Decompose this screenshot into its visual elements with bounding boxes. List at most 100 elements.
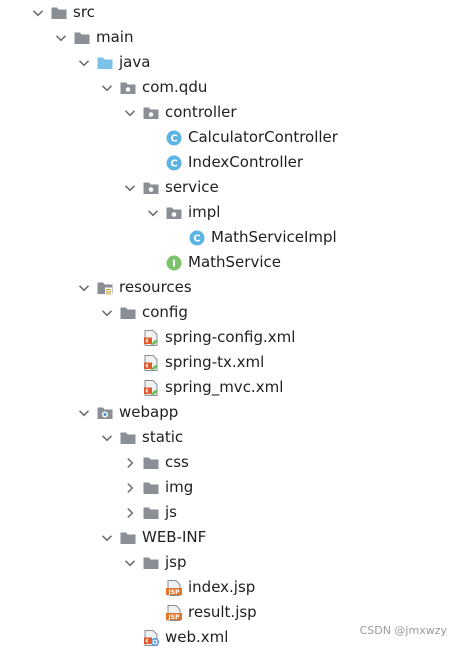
tree-item-label: java (119, 53, 151, 71)
tree-item-label: css (165, 453, 189, 471)
java-class-icon: C (165, 154, 183, 172)
tree-item-label: config (142, 303, 188, 321)
web-folder-icon (96, 404, 114, 422)
package-icon (142, 179, 160, 197)
tree-item-label: impl (188, 203, 221, 221)
tree-item-label: spring-config.xml (165, 328, 296, 346)
chevron-right-icon[interactable] (122, 480, 138, 496)
tree-item-java[interactable]: java (76, 50, 150, 75)
chevron-down-icon[interactable] (122, 180, 138, 196)
chevron-down-icon[interactable] (99, 530, 115, 546)
tree-item-label: static (142, 428, 184, 446)
chevron-down-icon[interactable] (76, 55, 92, 71)
tree-item-img[interactable]: img (122, 475, 193, 500)
tree-item-service[interactable]: service (122, 175, 219, 200)
tree-spacer (122, 380, 138, 396)
tree-item-label: webapp (119, 403, 179, 421)
tree-item-web-xml[interactable]: web.xml (122, 625, 228, 650)
svg-text:I: I (172, 258, 176, 269)
tree-item-label: IndexController (188, 153, 304, 171)
tree-item-label: controller (165, 103, 237, 121)
svg-text:C: C (170, 158, 177, 169)
chevron-down-icon[interactable] (122, 555, 138, 571)
tree-item-jsp[interactable]: jsp (122, 550, 187, 575)
chevron-down-icon[interactable] (145, 205, 161, 221)
chevron-down-icon[interactable] (99, 80, 115, 96)
chevron-down-icon[interactable] (76, 405, 92, 421)
chevron-down-icon[interactable] (30, 5, 46, 21)
tree-item-label: jsp (165, 553, 187, 571)
tree-item-static[interactable]: static (99, 425, 183, 450)
tree-item-result-jsp[interactable]: JSP result.jsp (145, 600, 257, 625)
tree-item-config[interactable]: config (99, 300, 188, 325)
tree-item-index-jsp[interactable]: JSP index.jsp (145, 575, 255, 600)
chevron-down-icon[interactable] (53, 30, 69, 46)
xml-file-icon (142, 329, 160, 347)
tree-item-indexcontroller[interactable]: C IndexController (145, 150, 303, 175)
tree-item-mathserviceimpl[interactable]: C MathServiceImpl (168, 225, 337, 250)
xml-file-icon (142, 354, 160, 372)
chevron-right-icon[interactable] (122, 455, 138, 471)
tree-spacer (122, 355, 138, 371)
jsp-file-icon: JSP (165, 579, 183, 597)
tree-item-label: src (73, 3, 95, 21)
tree-item-css[interactable]: css (122, 450, 189, 475)
tree-item-js[interactable]: js (122, 500, 177, 525)
tree-item-label: MathServiceImpl (211, 228, 337, 246)
folder-icon (50, 4, 68, 22)
tree-item-label: img (165, 478, 194, 496)
tree-item-label: spring_mvc.xml (165, 378, 284, 396)
chevron-down-icon[interactable] (76, 280, 92, 296)
folder-icon (142, 554, 160, 572)
tree-item-webapp[interactable]: webapp (76, 400, 178, 425)
package-icon (142, 104, 160, 122)
tree-item-label: js (165, 503, 177, 521)
tree-item-src[interactable]: src (30, 0, 95, 25)
tree-item-label: service (165, 178, 219, 196)
tree-item-spring-tx-xml[interactable]: spring-tx.xml (122, 350, 264, 375)
tree-item-web-inf[interactable]: WEB-INF (99, 525, 206, 550)
resources-folder-icon (96, 279, 114, 297)
folder-icon (142, 454, 160, 472)
folder-icon (119, 529, 137, 547)
svg-text:JSP: JSP (168, 589, 181, 596)
tree-item-com-qdu[interactable]: com.qdu (99, 75, 207, 100)
package-icon (165, 204, 183, 222)
tree-item-spring-config-xml[interactable]: spring-config.xml (122, 325, 295, 350)
tree-item-resources[interactable]: resources (76, 275, 192, 300)
tree-item-main[interactable]: main (53, 25, 133, 50)
tree-item-controller[interactable]: controller (122, 100, 237, 125)
tree-item-calculatorcontroller[interactable]: C CalculatorController (145, 125, 338, 150)
web-xml-file-icon (142, 629, 160, 647)
folder-icon (73, 29, 91, 47)
tree-item-label: resources (119, 278, 192, 296)
folder-icon (119, 429, 137, 447)
chevron-down-icon[interactable] (122, 105, 138, 121)
tree-item-spring-mvc-xml[interactable]: spring_mvc.xml (122, 375, 283, 400)
tree-spacer (168, 230, 184, 246)
tree-item-label: MathService (188, 253, 281, 271)
tree-spacer (145, 130, 161, 146)
svg-text:JSP: JSP (168, 614, 181, 621)
folder-icon (142, 479, 160, 497)
tree-item-label: spring-tx.xml (165, 353, 265, 371)
chevron-right-icon[interactable] (122, 505, 138, 521)
tree-item-impl[interactable]: impl (145, 200, 220, 225)
tree-item-label: CalculatorController (188, 128, 338, 146)
tree-spacer (145, 605, 161, 621)
package-icon (119, 79, 137, 97)
tree-item-label: result.jsp (188, 603, 257, 621)
tree-spacer (145, 255, 161, 271)
chevron-down-icon[interactable] (99, 305, 115, 321)
tree-spacer (145, 155, 161, 171)
tree-item-label: index.jsp (188, 578, 256, 596)
java-class-icon: C (165, 129, 183, 147)
tree-item-label: main (96, 28, 134, 46)
tree-spacer (122, 330, 138, 346)
tree-item-mathservice[interactable]: I MathService (145, 250, 281, 275)
java-class-icon: C (188, 229, 206, 247)
chevron-down-icon[interactable] (99, 430, 115, 446)
folder-icon (142, 504, 160, 522)
tree-item-label: web.xml (165, 628, 229, 646)
